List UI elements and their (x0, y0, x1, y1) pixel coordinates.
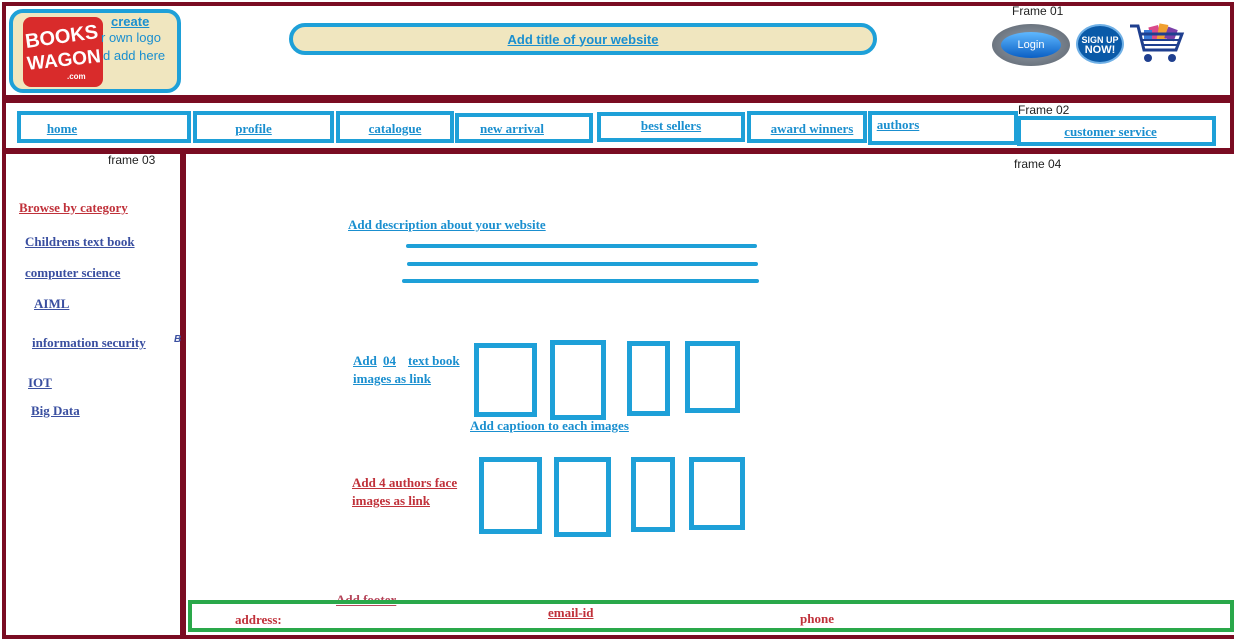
bookswagon-logo: BOOKS WAGON .com (23, 17, 103, 87)
nav-award-winners[interactable]: award winners (747, 111, 867, 143)
books-label-add: Add (353, 353, 377, 368)
authors-label-1: Add 4 authors face (352, 475, 458, 490)
frame-01-header (2, 2, 1234, 99)
book-image-1[interactable] (474, 343, 537, 417)
signup-label-2: NOW! (1084, 44, 1116, 56)
description-line-2 (407, 262, 758, 266)
author-image-3[interactable] (631, 457, 675, 532)
category-information-security[interactable]: information security (32, 335, 146, 350)
frame-01-label: Frame 01 (1012, 4, 1064, 18)
books-label-text-book: text book (408, 353, 460, 368)
nav-authors-label: authors (876, 117, 920, 132)
author-image-1[interactable] (479, 457, 542, 534)
frame-03-label: frame 03 (108, 153, 156, 167)
nav-home[interactable]: home (17, 111, 191, 143)
author-image-4[interactable] (689, 457, 745, 530)
description-line-1 (406, 244, 757, 248)
nav-best-sellers[interactable]: best sellers (597, 112, 745, 142)
footer-phone: phone (800, 611, 834, 626)
authors-label-2: images as link (352, 493, 431, 508)
login-label: Login (1017, 39, 1045, 51)
nav-best-sellers-label: best sellers (640, 118, 702, 133)
signup-label-1: SIGN UP (1081, 35, 1119, 45)
nav-new-arrival[interactable]: new arrival (455, 113, 593, 143)
signup-button[interactable]: SIGN UP NOW! (1076, 24, 1124, 64)
footer-email[interactable]: email-id (548, 605, 594, 620)
category-childrens-text-book[interactable]: Childrens text book (25, 234, 135, 249)
nav-customer-service-label: customer service (1064, 124, 1157, 139)
frame-02-label: Frame 02 (1018, 103, 1070, 117)
book-image-4[interactable] (685, 341, 740, 413)
caption-note: Add captioon to each images (470, 418, 629, 433)
books-label-images: images as link (353, 371, 432, 386)
frame-04-label: frame 04 (1014, 157, 1062, 171)
nav-profile-label: profile (235, 121, 272, 136)
frame-04-main (182, 150, 1234, 639)
nav-authors[interactable]: authors (868, 111, 1018, 145)
logo-note-create: create (111, 14, 150, 29)
logo-note-line3: d add here (103, 48, 166, 63)
site-title: Add title of your website (507, 31, 659, 47)
browse-by-category-heading: Browse by category (19, 200, 128, 215)
author-image-2[interactable] (554, 457, 611, 537)
site-title-box[interactable]: Add title of your website (289, 23, 877, 55)
login-button[interactable]: Login (992, 24, 1070, 66)
logo-note-line2: r own logo (101, 30, 161, 45)
book-image-2[interactable] (550, 340, 606, 420)
books-label-count: 04 (383, 353, 396, 368)
category-iot[interactable]: IOT (28, 375, 52, 390)
description-line-3 (402, 279, 759, 283)
logo-container[interactable]: BOOKS WAGON .com create r own logo d add… (9, 9, 181, 93)
login-button-face: Login (1001, 32, 1061, 58)
nav-new-arrival-label: new arrival (480, 121, 544, 136)
nav-catalogue-label: catalogue (368, 121, 422, 136)
logo-word-3: .com (67, 72, 86, 81)
nav-catalogue[interactable]: catalogue (336, 111, 454, 143)
nav-home-label: home (46, 121, 78, 136)
footer-address: address: (235, 612, 282, 627)
frame-03-sidebar (2, 150, 184, 639)
category-big-data[interactable]: Big Data (31, 403, 80, 418)
description-heading: Add description about your website (348, 217, 546, 232)
category-computer-science[interactable]: computer science (25, 265, 121, 280)
shopping-cart-icon[interactable] (1128, 20, 1186, 66)
footer-box (188, 600, 1234, 632)
nav-award-winners-label: award winners (770, 121, 854, 136)
nav-customer-service[interactable]: customer service (1017, 116, 1216, 146)
nav-profile[interactable]: profile (193, 111, 334, 143)
stray-glyph: B (174, 334, 182, 345)
book-image-3[interactable] (627, 341, 670, 416)
category-aiml[interactable]: AIML (34, 296, 70, 311)
